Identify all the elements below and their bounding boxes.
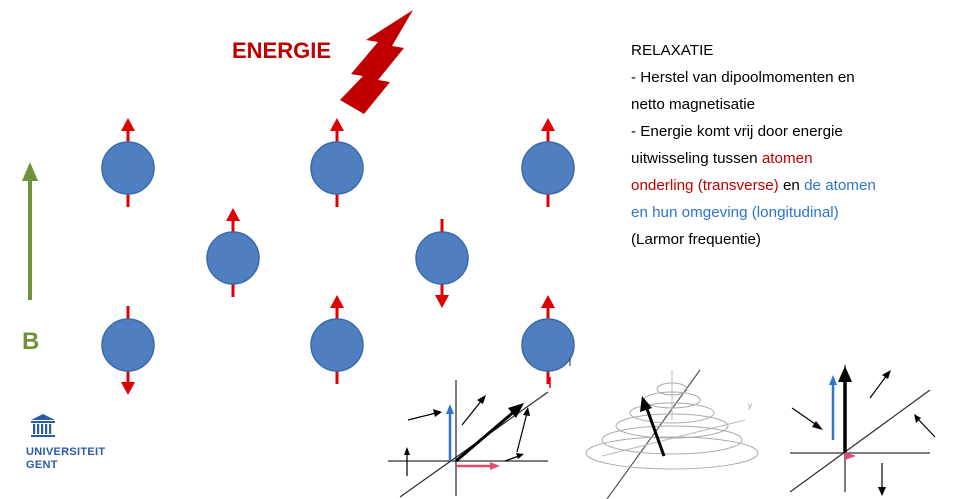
spin-up — [101, 118, 155, 207]
spin-up — [206, 208, 260, 297]
spin-arrowhead — [121, 118, 135, 131]
atom-sphere — [310, 141, 364, 195]
energy-label: ENERGIE — [232, 38, 332, 63]
spin-arrowhead — [541, 295, 555, 308]
spin-arrowhead — [541, 118, 555, 131]
spin-down — [101, 306, 155, 395]
relaxation-line: (Larmor frequentie) — [631, 231, 761, 248]
atom-sphere — [101, 318, 155, 372]
atom-sphere — [521, 141, 575, 195]
relaxation-line: onderling (transverse) en de atomen — [631, 172, 951, 199]
magnetic-field-label: B — [22, 328, 40, 355]
university-logo-icon — [31, 414, 55, 437]
longitudinal-highlight: en hun omgeving (longitudinal) — [631, 204, 839, 221]
spin-up — [521, 118, 575, 207]
atom-sphere — [206, 231, 260, 285]
relaxation-line: - Herstel van dipoolmomenten en — [631, 69, 855, 86]
university-logo: UNIVERSITEIT GENT — [26, 446, 116, 472]
spin-arrowhead — [330, 118, 344, 131]
logo-line: UNIVERSITEIT — [26, 446, 106, 458]
spin-up — [521, 295, 575, 384]
vector-panel-precession-fan — [388, 380, 549, 498]
relaxation-text-run: uitwisseling tussen — [631, 150, 762, 167]
spin-arrowhead — [226, 208, 240, 221]
svg-text:y: y — [748, 401, 752, 410]
relaxation-line: netto magnetisatie — [631, 96, 756, 113]
vector-panel-relaxed — [789, 365, 936, 496]
spin-up — [310, 295, 364, 384]
longitudinal-highlight: de atomen — [804, 177, 876, 194]
spin-up — [310, 118, 364, 207]
relaxation-line: - Energie komt vrij door energie — [631, 123, 843, 140]
transverse-highlight: atomen — [761, 150, 813, 167]
b-field-arrow — [22, 162, 38, 300]
spin-arrowhead — [330, 295, 344, 308]
logo-line: GENT — [26, 459, 58, 471]
spin-arrowhead — [435, 295, 449, 308]
relaxation-text-run: en — [778, 177, 805, 194]
spin-grid — [101, 118, 575, 395]
relaxation-text: RELAXATIE - Herstel van dipoolmomenten e… — [631, 37, 951, 253]
spin-arrowhead — [121, 382, 135, 395]
atom-sphere — [521, 318, 575, 372]
relaxation-title: RELAXATIE — [631, 42, 714, 59]
transverse-highlight: onderling (transverse) — [631, 177, 779, 194]
lightning-bolt-icon — [340, 10, 413, 114]
spin-down — [415, 219, 469, 308]
atom-sphere — [310, 318, 364, 372]
relaxation-line: en hun omgeving (longitudinal) — [631, 199, 951, 226]
atom-sphere — [101, 141, 155, 195]
relaxation-line: uitwisseling tussen atomen — [631, 145, 951, 172]
precession-spiral-panel: y — [585, 369, 759, 499]
atom-sphere — [415, 231, 469, 285]
